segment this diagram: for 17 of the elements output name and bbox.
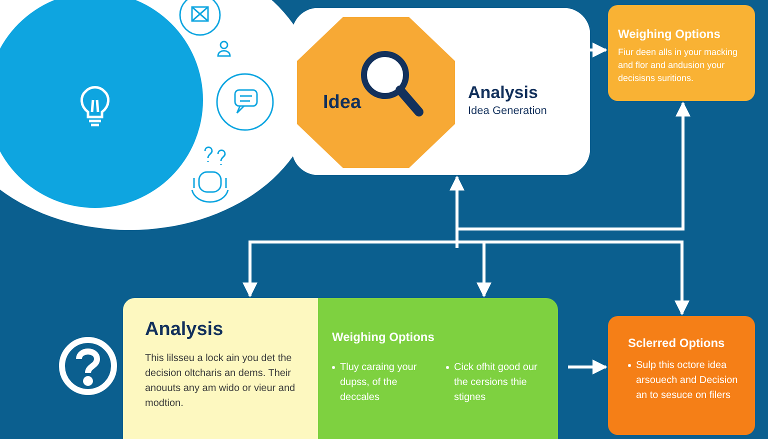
arrow bbox=[457, 102, 690, 230]
card-title: Sclerred Options bbox=[628, 335, 726, 352]
card-text: Fiur deen alls in your macking and flor and andusion your decisisns suritions. bbox=[618, 46, 739, 85]
arrow bbox=[450, 176, 464, 250]
node-subtitle: Idea Generation bbox=[468, 104, 547, 120]
arrow bbox=[568, 360, 608, 374]
card-title: Weighing Options bbox=[332, 329, 436, 346]
arrow bbox=[457, 240, 690, 316]
bullet-text: Sulp this octore idea arsouech and Decision an to sesuce on filers bbox=[636, 359, 739, 403]
arrow bbox=[242, 240, 457, 298]
bullet-text: Cick ofhit good our the cersions thie stignes bbox=[454, 361, 538, 405]
bullet-text: Tluy caraing your dupss, of the deccales bbox=[340, 361, 418, 405]
card-title: Analysis bbox=[145, 318, 224, 342]
node-title: Analysis bbox=[468, 82, 539, 104]
node-title: Idea bbox=[323, 91, 362, 115]
card-text: This lilsseu a lock ain you det the decision oltcharis an dems. Their anouuts any am wido or vieur and modtion. bbox=[145, 352, 296, 410]
card-title: Weighing Options bbox=[618, 26, 722, 43]
